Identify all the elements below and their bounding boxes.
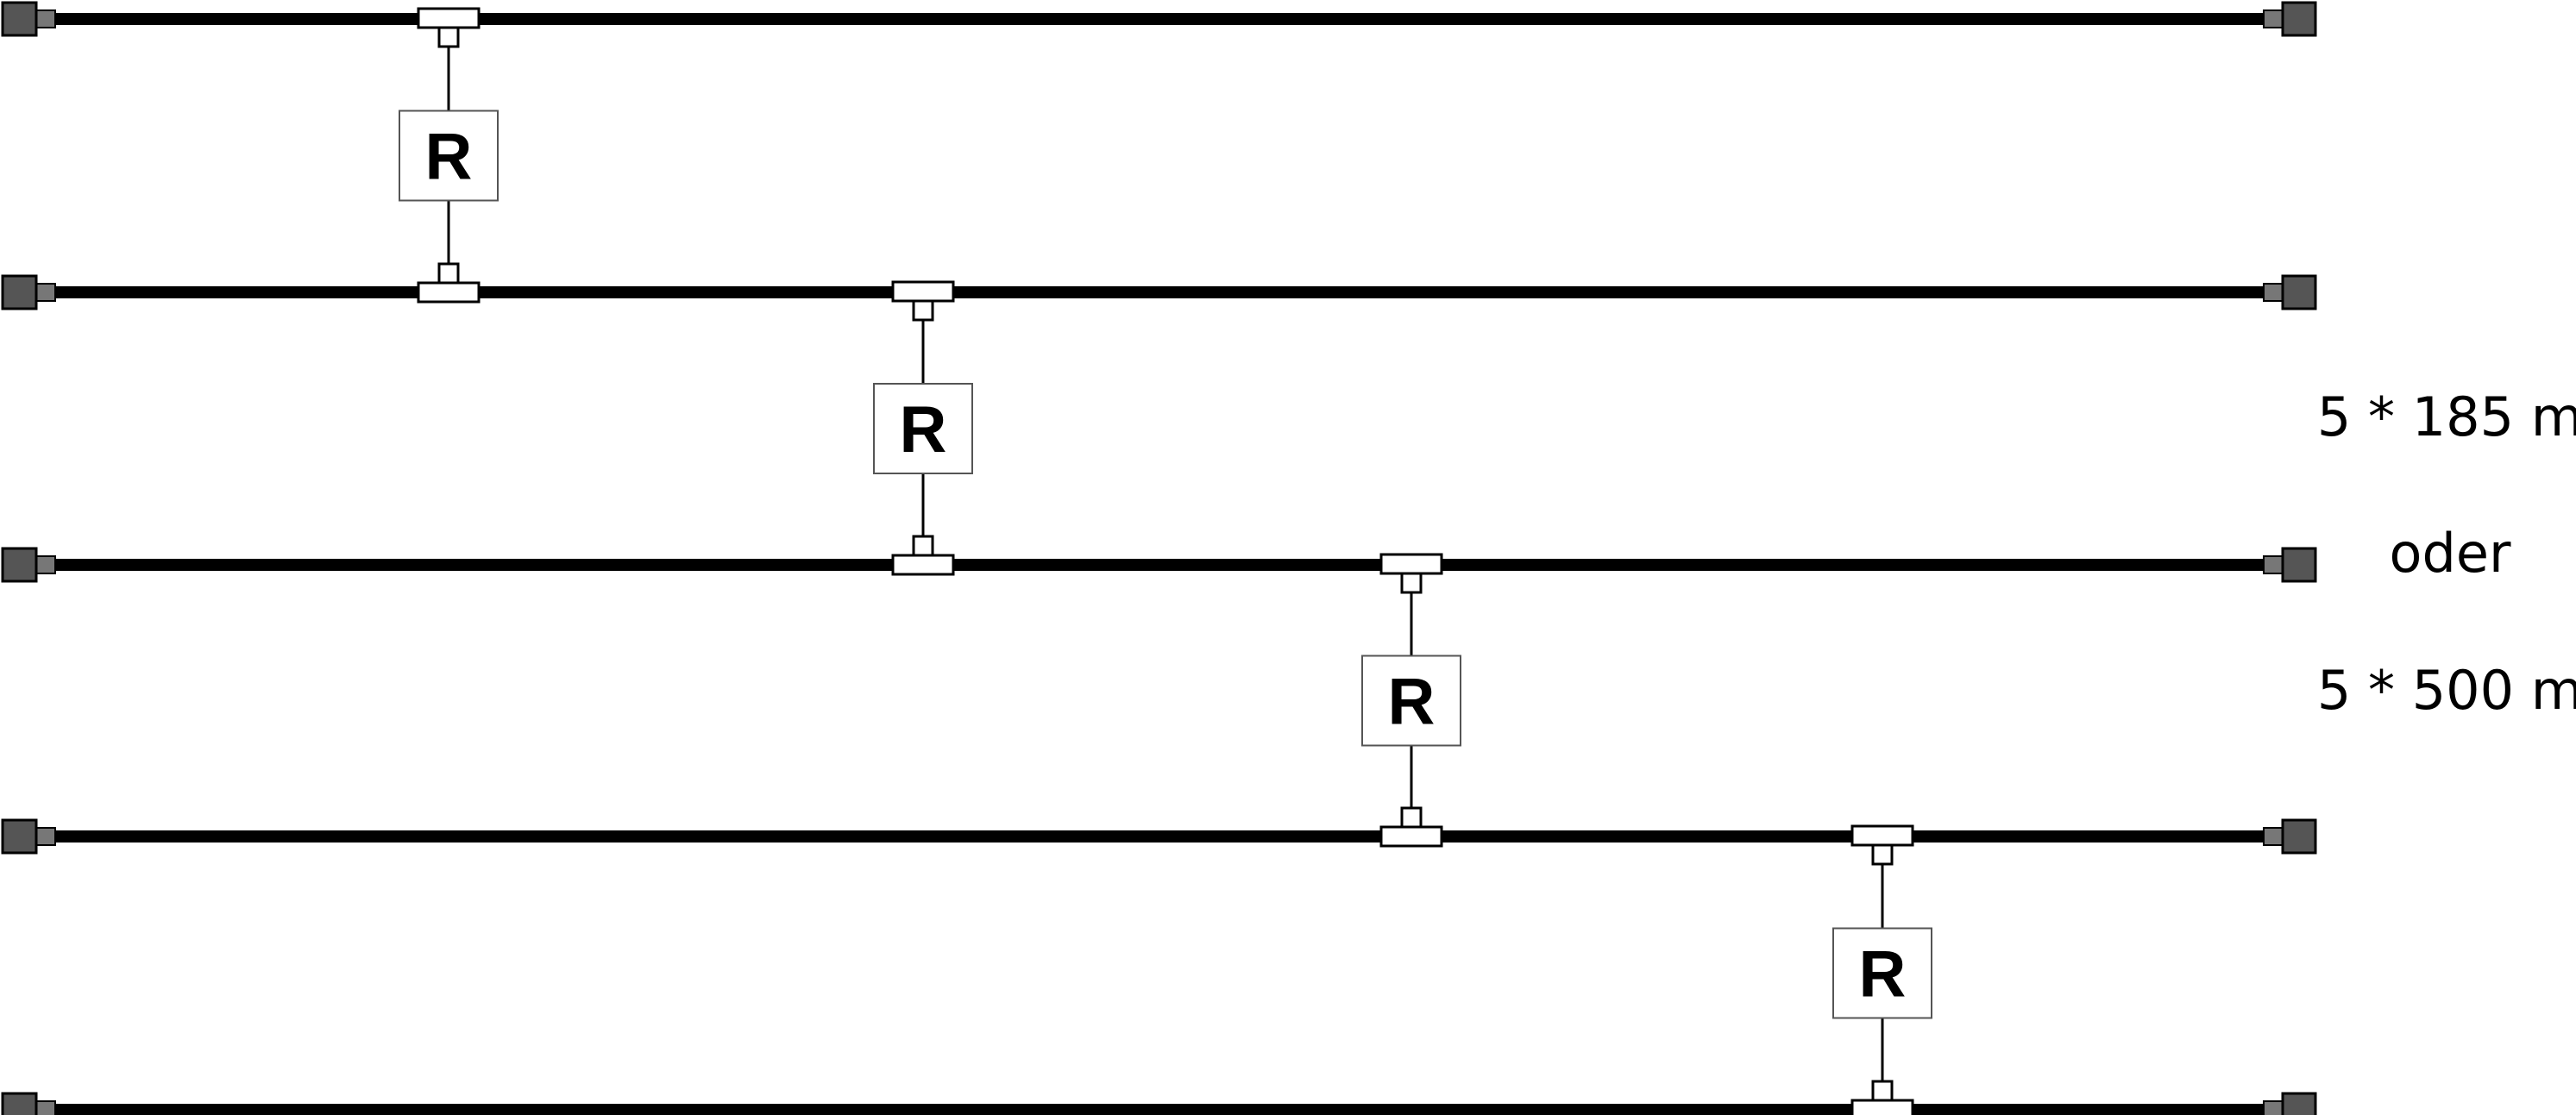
t-connector-bottom bbox=[1850, 1099, 1914, 1115]
terminator-right bbox=[2281, 1, 2317, 37]
t-connector-bottom bbox=[891, 554, 955, 576]
repeater-1: R bbox=[399, 7, 499, 304]
cable-line bbox=[48, 286, 2270, 298]
terminator-connector bbox=[35, 1100, 56, 1115]
annotation-oder: oder bbox=[2390, 522, 2511, 585]
segment-annotation: 5 * 185 m oder 5 * 500 m bbox=[2317, 385, 2576, 722]
terminator-right bbox=[2281, 547, 2317, 583]
cable-segment-3 bbox=[1, 547, 2317, 583]
terminator-left bbox=[1, 1092, 38, 1115]
t-connector-bottom bbox=[1379, 825, 1443, 848]
t-connector-stub bbox=[912, 535, 934, 557]
t-connector-stub bbox=[1400, 806, 1423, 829]
terminator-left bbox=[1, 818, 38, 855]
repeater-4: R bbox=[1832, 824, 1932, 1115]
cable-line bbox=[48, 1104, 2270, 1115]
repeater-box bbox=[399, 110, 499, 202]
terminator-left bbox=[1, 1, 38, 37]
t-connector-bottom bbox=[417, 281, 481, 304]
cable-line bbox=[48, 830, 2270, 843]
repeater-label: R bbox=[900, 393, 947, 467]
repeater-2: R bbox=[873, 280, 973, 576]
cable-line bbox=[48, 13, 2270, 25]
annotation-500m: 5 * 500 m bbox=[2317, 659, 2576, 722]
terminator-connector bbox=[2263, 283, 2284, 302]
repeater-box bbox=[1832, 927, 1932, 1019]
terminator-connector bbox=[2263, 555, 2284, 574]
terminator-left bbox=[1, 274, 38, 310]
terminator-connector bbox=[2263, 9, 2284, 28]
repeaters: R R R R bbox=[399, 7, 1932, 1115]
repeater-label: R bbox=[1388, 666, 1436, 739]
terminator-connector bbox=[35, 827, 56, 846]
cable-segment-2 bbox=[1, 274, 2317, 310]
repeater-label: R bbox=[425, 121, 473, 194]
repeater-3: R bbox=[1361, 553, 1461, 848]
terminator-connector bbox=[2263, 1100, 2284, 1115]
terminator-connector bbox=[35, 555, 56, 574]
t-connector-stub bbox=[1871, 1080, 1894, 1102]
annotation-185m: 5 * 185 m bbox=[2317, 385, 2576, 448]
terminator-right bbox=[2281, 818, 2317, 855]
terminator-left bbox=[1, 547, 38, 583]
terminator-right bbox=[2281, 1092, 2317, 1115]
t-connector-top bbox=[417, 7, 481, 29]
cable-segment-1 bbox=[1, 1, 2317, 37]
t-connector-stub bbox=[437, 262, 460, 285]
cable-segment-5 bbox=[1, 1092, 2317, 1115]
repeater-label: R bbox=[1859, 938, 1907, 1012]
terminator-connector bbox=[35, 9, 56, 28]
terminator-connector bbox=[2263, 827, 2284, 846]
t-connector-top bbox=[891, 280, 955, 303]
cable-segments bbox=[1, 1, 2317, 1115]
t-connector-top bbox=[1850, 824, 1914, 847]
repeater-box bbox=[873, 383, 973, 474]
t-connector-stub bbox=[912, 299, 934, 322]
cable-line bbox=[48, 559, 2270, 571]
t-connector-stub bbox=[437, 26, 460, 48]
t-connector-stub bbox=[1871, 843, 1894, 866]
terminator-right bbox=[2281, 274, 2317, 310]
t-connector-stub bbox=[1400, 572, 1423, 594]
repeater-box bbox=[1361, 655, 1461, 747]
t-connector-top bbox=[1379, 553, 1443, 575]
cable-segment-4 bbox=[1, 818, 2317, 855]
terminator-connector bbox=[35, 283, 56, 302]
